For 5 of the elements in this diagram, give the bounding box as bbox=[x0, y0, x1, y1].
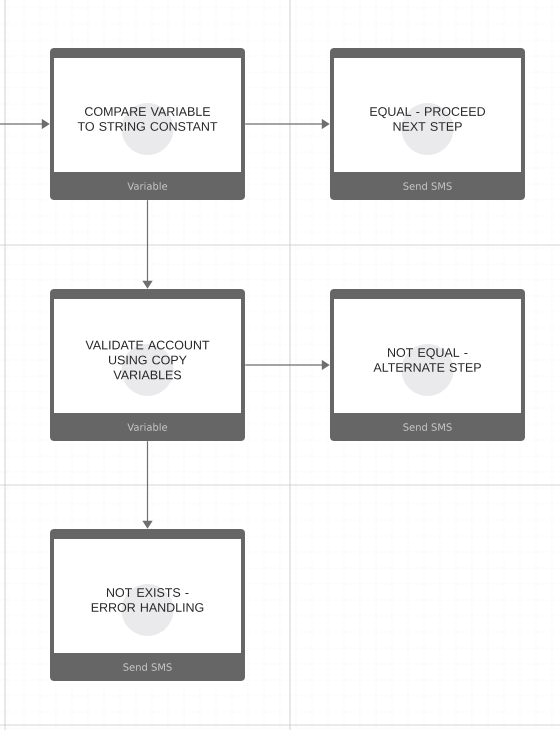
process-card: NOT EXISTS - ERROR HANDLING Send SMS bbox=[50, 529, 245, 681]
process-card: EQUAL - PROCEED NEXT STEP Send SMS bbox=[330, 48, 525, 200]
process-card: VALIDATE ACCOUNT USING COPY VARIABLES Variable bbox=[50, 289, 245, 441]
process-card: COMPARE VARIABLE TO STRING CONSTANT Variable bbox=[50, 48, 245, 200]
process-card: NOT EQUAL - ALTERNATE STEP Send SMS bbox=[330, 289, 525, 441]
